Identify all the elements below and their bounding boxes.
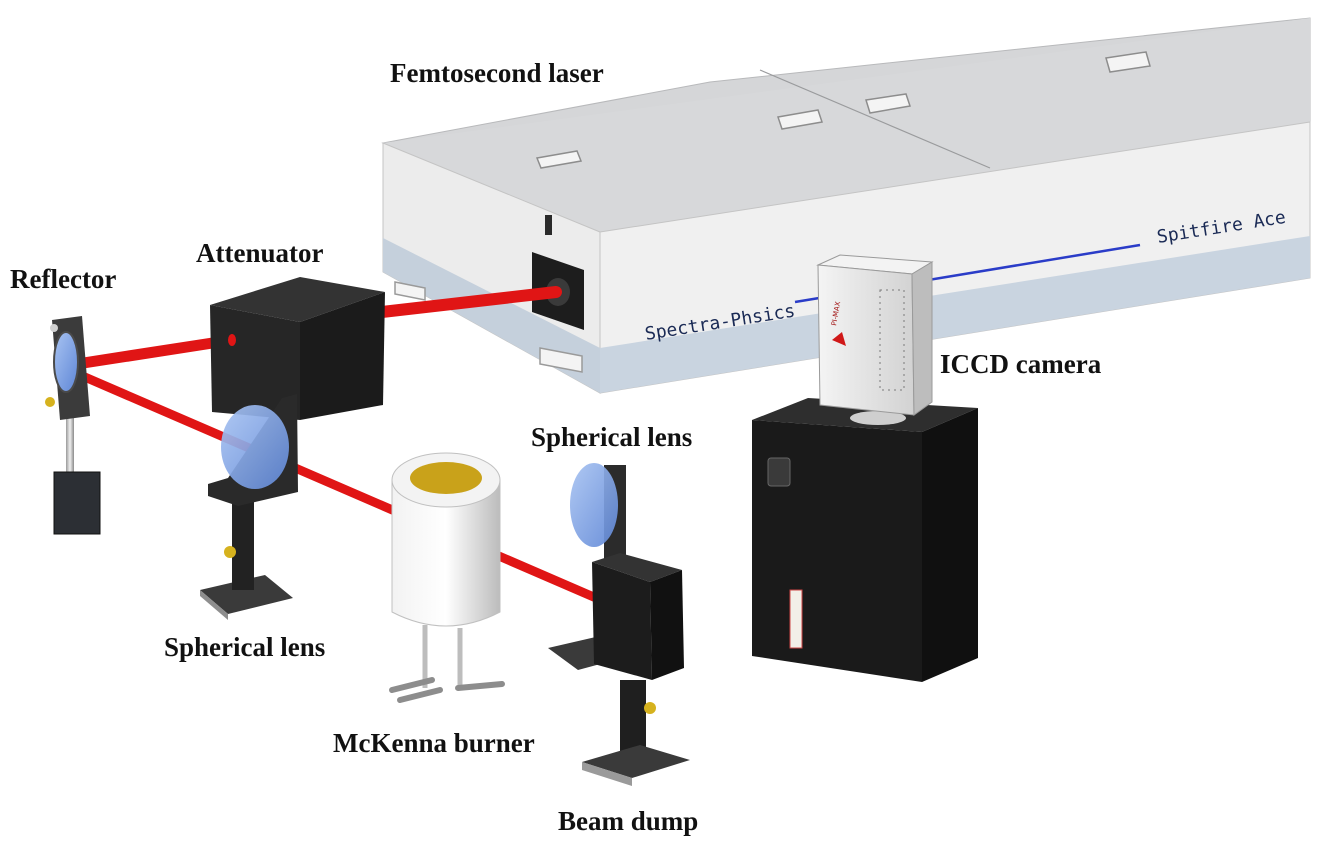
laser-handle [777, 109, 823, 130]
spherical-lens-right [570, 463, 618, 547]
spherical-lens-mount-left [200, 394, 298, 620]
laser-handle [865, 93, 911, 114]
beam-dump-device [582, 553, 690, 786]
femtosecond-laser-unit: Spitfire Ace Spectra-Phsics [381, 17, 1311, 394]
lens-post-knob [224, 546, 236, 558]
camera-stand-warning-label [789, 589, 803, 649]
beam-dump-side [650, 570, 684, 680]
femtosecond-laser-label: Femtosecond laser [390, 58, 604, 88]
laser-aperture-knob [545, 215, 552, 235]
laser-side-handle [539, 347, 583, 373]
burner-feet [389, 677, 505, 703]
camera-fins [879, 289, 905, 391]
attenuator-side [300, 292, 385, 420]
beam-attenuator-to-reflector [58, 334, 238, 372]
laser-side-handle [394, 281, 426, 301]
reflector-post [66, 412, 74, 476]
attenuator-device [210, 277, 385, 420]
attenuator-top [210, 277, 385, 322]
camera-mount-flange [850, 411, 906, 425]
laser-base-stripe [600, 236, 1310, 393]
reflector-mount [45, 316, 101, 535]
beam-dump-base [582, 745, 690, 778]
burner-sintered-plug [410, 462, 482, 494]
beam-dump-top [592, 553, 682, 582]
camera-stand-side [922, 408, 978, 682]
mckenna-burner-label: McKenna burner [333, 728, 535, 758]
laser-beam-paths [58, 286, 601, 603]
attenuator-port [228, 334, 236, 346]
camera-logo-mark [832, 332, 846, 346]
beam-dump-knob [644, 702, 656, 714]
iccd-camera-assembly: PI-MAX [752, 254, 978, 682]
camera-body-side [911, 261, 933, 416]
laser-top-left-face [383, 18, 1310, 232]
lens-post [232, 490, 254, 590]
reflector-post-base [53, 471, 101, 535]
reflector-knob [45, 397, 55, 407]
spherical-lens-top-label: Spherical lens [531, 422, 693, 452]
reflector-knob [50, 324, 58, 332]
beam-dump-base-edge [582, 762, 632, 786]
camera-stand-handle [767, 457, 791, 487]
laser-handle [535, 150, 583, 169]
reflector-mirror [53, 331, 79, 393]
beam-reflector-to-beam-dump [59, 363, 601, 603]
lens-mount-plate-edge [200, 590, 228, 620]
iccd-camera-label: ICCD camera [940, 349, 1102, 379]
spherical-lens-left [221, 405, 289, 489]
laser-handle [1105, 51, 1151, 73]
burner-body [391, 479, 501, 627]
mckenna-burner-device [389, 452, 505, 703]
beam-laser-to-attenuator [376, 286, 562, 318]
spherical-lens-bottom-label: Spherical lens [164, 632, 326, 662]
lens-mount-plate [200, 575, 293, 614]
laser-panel-seam [759, 69, 991, 169]
attenuator-front [210, 305, 300, 420]
beam-dump-label: Beam dump [558, 806, 699, 836]
reflector-label: Reflector [10, 264, 117, 294]
beam-dump-front [592, 562, 652, 680]
attenuator-label: Attenuator [196, 238, 324, 268]
